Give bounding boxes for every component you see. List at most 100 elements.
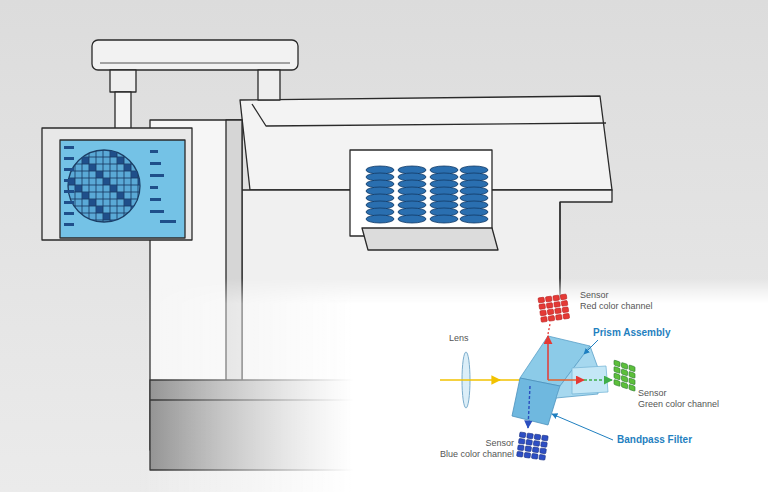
wafer-die: [138, 213, 145, 220]
wafer-die: [96, 171, 103, 178]
sensor-pixel: [622, 369, 628, 376]
leader-line: [552, 414, 613, 440]
wafer-die: [138, 157, 145, 164]
sensor-pixel: [532, 447, 539, 453]
wafer-die: [124, 199, 131, 206]
sensor-pixel: [614, 373, 620, 380]
screen-mark: [64, 212, 74, 215]
wafer-die: [117, 185, 124, 192]
wafer-die: [124, 178, 131, 185]
channel-label: Blue color channel: [440, 449, 514, 459]
wafer-die: [82, 206, 89, 213]
wafer-disc: [398, 215, 426, 223]
wafer-die: [75, 150, 82, 157]
screen-mark: [64, 223, 74, 226]
wafer-die: [131, 220, 138, 227]
sensor-pixel: [541, 442, 548, 448]
channel-label: Red color channel: [580, 301, 653, 311]
wafer-die: [110, 150, 117, 157]
wafer-die: [82, 220, 89, 227]
wafer-die: [138, 206, 145, 213]
wafer-die: [103, 220, 110, 227]
wafer-die: [138, 185, 145, 192]
wafer-die: [68, 171, 75, 178]
sensor-pixel: [614, 367, 620, 374]
screen-mark: [64, 179, 74, 182]
wafer-die: [103, 185, 110, 192]
wafer-die: [75, 164, 82, 171]
wafer-die: [131, 150, 138, 157]
sensor-label: Sensor: [580, 290, 609, 300]
wafer-die: [75, 206, 82, 213]
screen-mark: [64, 201, 74, 204]
wafer-die: [82, 150, 89, 157]
wafer-die: [117, 157, 124, 164]
wafer-die: [117, 213, 124, 220]
wafer-die: [103, 192, 110, 199]
sensor-pixel: [527, 433, 534, 439]
sensor-pixel: [538, 297, 545, 303]
sensor-pixel: [518, 438, 525, 444]
wafer-window: [350, 150, 492, 236]
sensor-pixel: [560, 294, 567, 300]
sensor-pixel: [629, 365, 635, 372]
sensor-label: Sensor: [638, 388, 667, 398]
sensor-pixel: [563, 313, 570, 319]
wafer-die: [110, 220, 117, 227]
wafer-disc: [366, 215, 394, 223]
wafer-die: [124, 185, 131, 192]
wafer-die: [124, 213, 131, 220]
screen-mark: [150, 186, 158, 189]
blue-sensor: [517, 432, 549, 460]
white-panel: [0, 278, 768, 492]
wafer-die: [89, 192, 96, 199]
arm-post: [115, 92, 131, 130]
green-ray: [584, 379, 612, 381]
wafer-die: [96, 199, 103, 206]
screen-mark: [160, 220, 176, 223]
wafer-die: [124, 206, 131, 213]
wafer-die: [75, 171, 82, 178]
wafer-die: [89, 178, 96, 185]
channel-label: Green color channel: [638, 399, 719, 409]
wafer-disc: [460, 215, 488, 223]
sensor-pixel: [517, 451, 524, 457]
wafer-die: [124, 192, 131, 199]
sensor-pixel: [517, 445, 524, 451]
prism-optics: [440, 294, 635, 460]
sensor-pixel: [553, 295, 560, 301]
sensor-pixel: [614, 360, 620, 367]
sensor-pixel: [519, 432, 526, 438]
sensor-pixel: [555, 308, 562, 314]
wafer-die: [138, 192, 145, 199]
wafer-die: [131, 213, 138, 220]
wafer-die: [89, 206, 96, 213]
sensor-pixel: [561, 300, 568, 306]
sensor-pixel: [622, 375, 628, 382]
wafer-die: [103, 150, 110, 157]
wafer-die: [96, 220, 103, 227]
wafer-die: [117, 171, 124, 178]
wafer-die: [89, 213, 96, 220]
wafer-die: [82, 199, 89, 206]
wafer-die: [96, 178, 103, 185]
wafer-die: [131, 206, 138, 213]
sensor-pixel: [539, 454, 546, 460]
screen-mark: [64, 190, 74, 193]
screen-mark: [150, 174, 164, 177]
wafer-die: [138, 171, 145, 178]
screen-mark: [150, 198, 161, 201]
sensor-pixel: [539, 304, 546, 310]
sensor-label: Sensor: [485, 438, 514, 448]
wafer-die: [103, 178, 110, 185]
wafer-die: [89, 150, 96, 157]
sensor-pixel: [531, 453, 538, 459]
screen-mark: [64, 157, 74, 160]
wafer-die: [124, 150, 131, 157]
upper-housing: [240, 96, 612, 190]
sensor-pixel: [622, 362, 628, 369]
sensor-pixel: [548, 315, 555, 321]
sensor-pixel: [556, 314, 563, 320]
red-ray: [547, 336, 549, 380]
